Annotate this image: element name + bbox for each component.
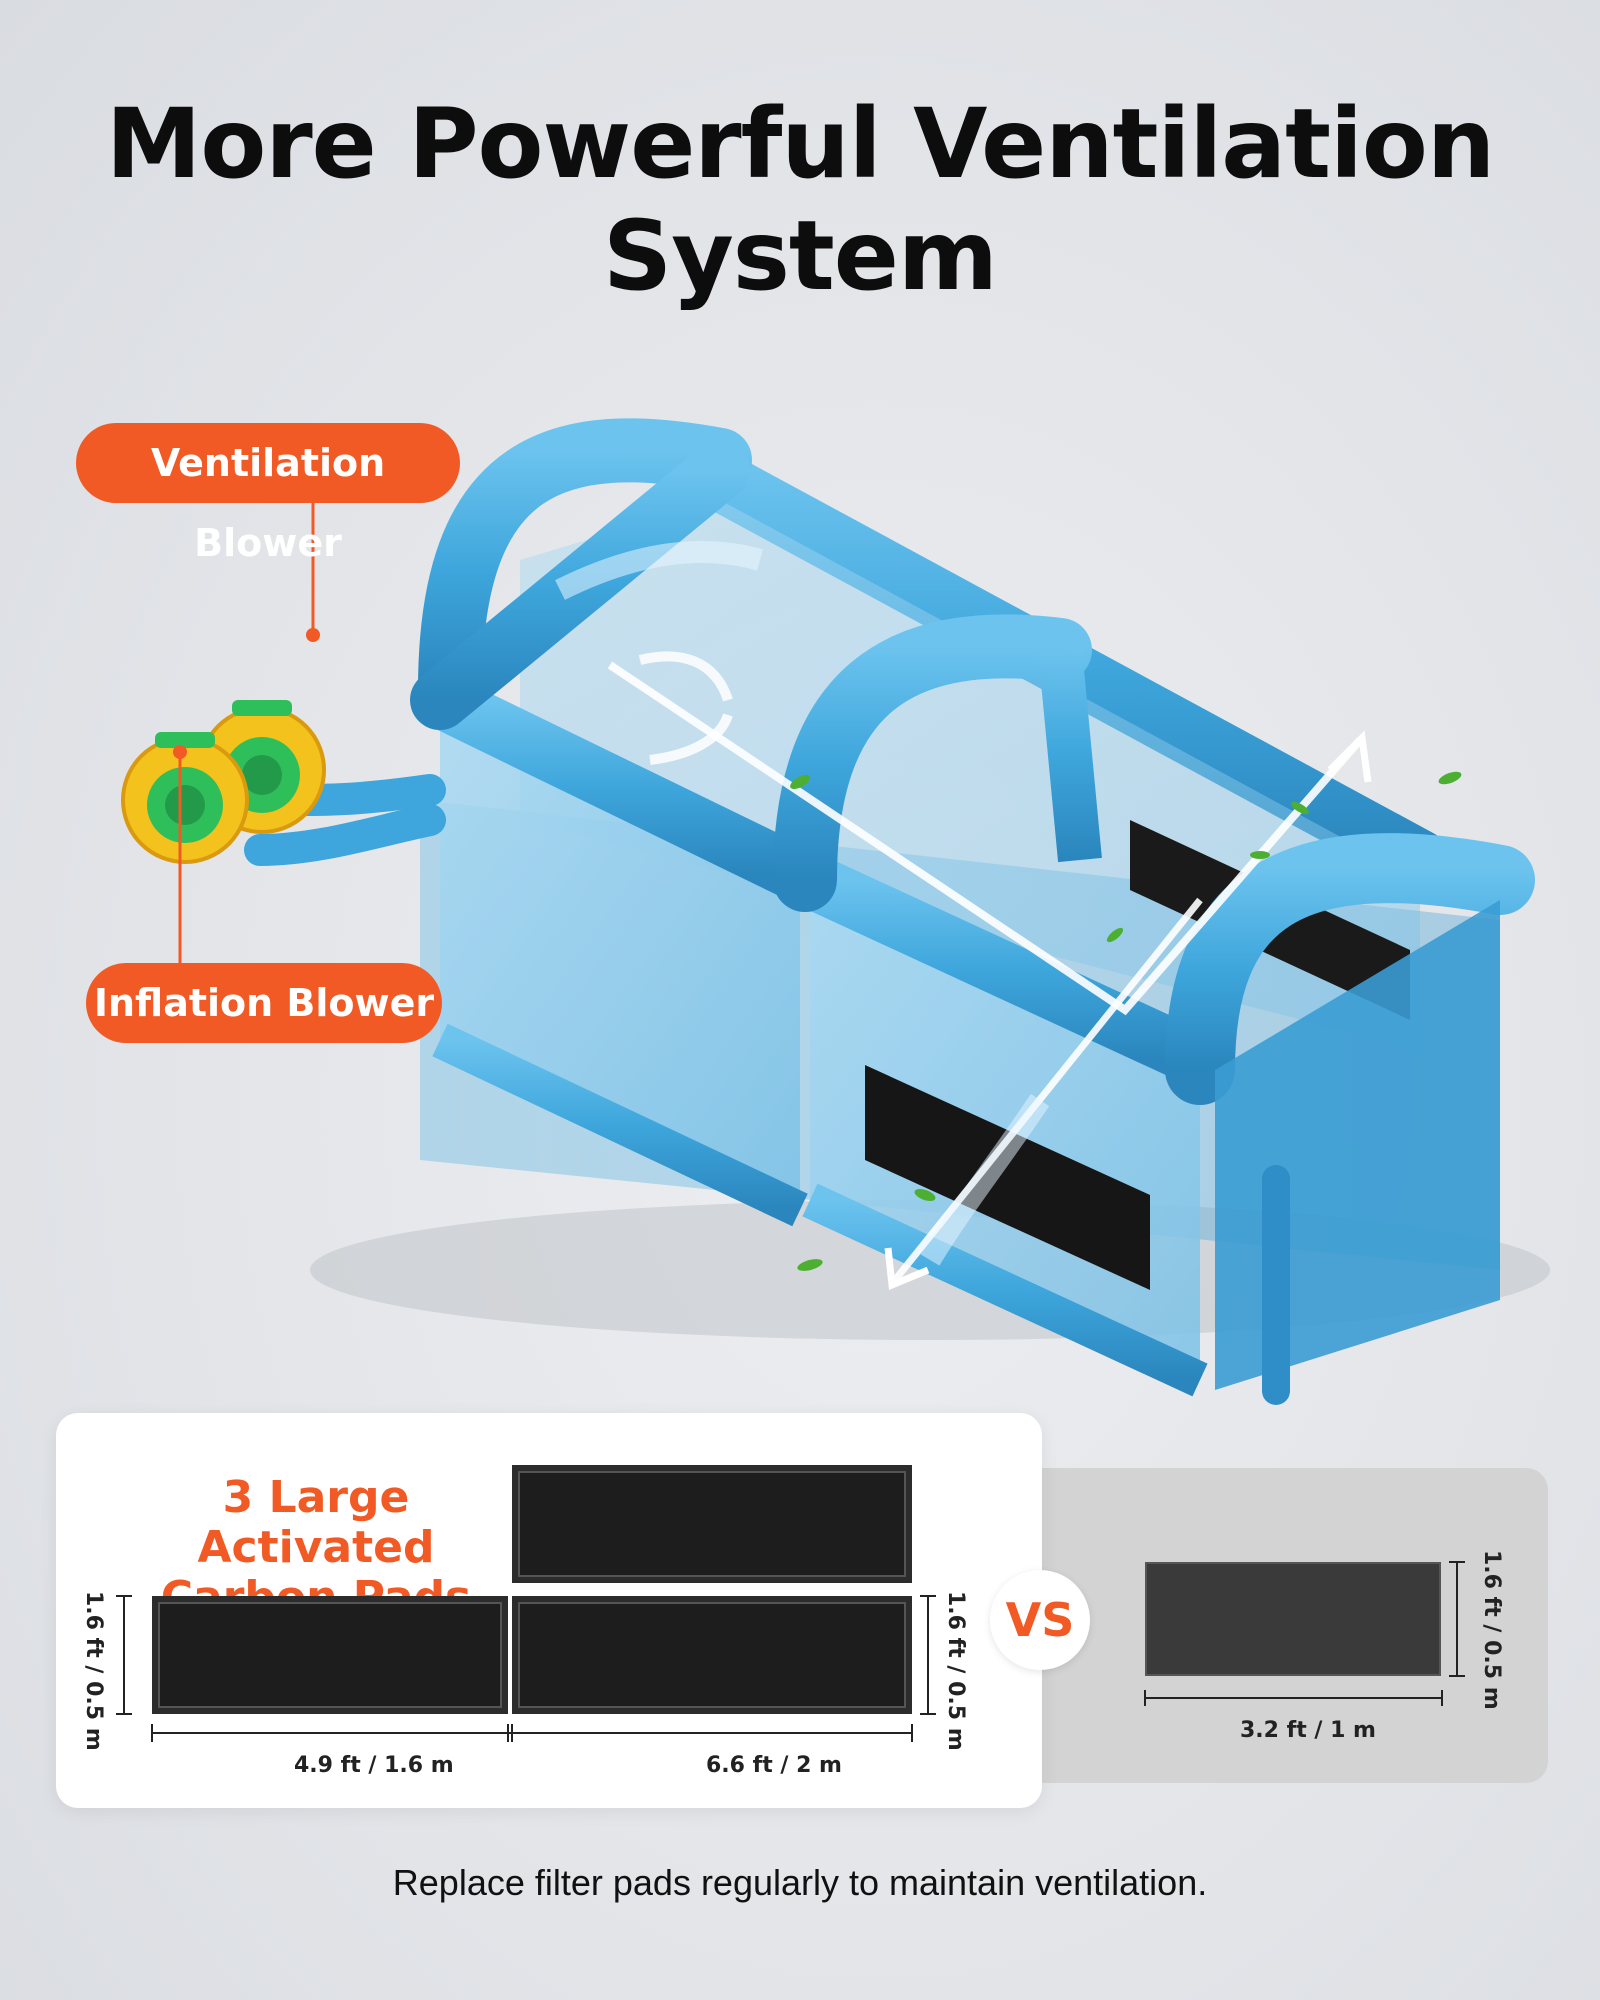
vs-badge: VS (990, 1570, 1090, 1670)
carbon-width-small-label: 4.9 ft / 1.6 m (294, 1753, 454, 1778)
carbon-pad-top (512, 1465, 912, 1583)
inflation-blower-label: Inflation Blower (86, 963, 442, 1043)
carbon-pads-title-line1: 3 Large Activated (197, 1472, 435, 1573)
paint-booth-illustration (121, 418, 1550, 1405)
competitor-dimension-lines (1144, 1561, 1465, 1706)
page-title: More Powerful Ventilation System (105, 88, 1495, 312)
ventilation-blower-label: Ventilation Blower (76, 423, 460, 565)
carbon-width-large-label: 6.6 ft / 2 m (706, 1753, 842, 1778)
ventilation-blower-icon (121, 732, 249, 864)
footer-note: Replace filter pads regularly to maintai… (392, 1862, 1208, 1903)
competitor-pad-card: 3.2 ft / 1 m 1.6 ft / 0.5 m (1042, 1468, 1548, 1783)
competitor-pad (1145, 1562, 1441, 1676)
carbon-pad-right (512, 1596, 912, 1714)
carbon-height-label-left: 1.6 ft / 0.5 m (81, 1591, 106, 1751)
carbon-pad-left (152, 1596, 508, 1714)
carbon-height-label-right: 1.6 ft / 0.5 m (943, 1591, 968, 1751)
competitor-height-label: 1.6 ft / 0.5 m (1479, 1550, 1504, 1710)
carbon-dimension-lines (116, 1595, 936, 1742)
carbon-pads-card: 3 Large Activated Carbon Pads 1.6 ft / 0… (56, 1413, 1042, 1808)
competitor-width-label: 3.2 ft / 1 m (1240, 1718, 1376, 1743)
